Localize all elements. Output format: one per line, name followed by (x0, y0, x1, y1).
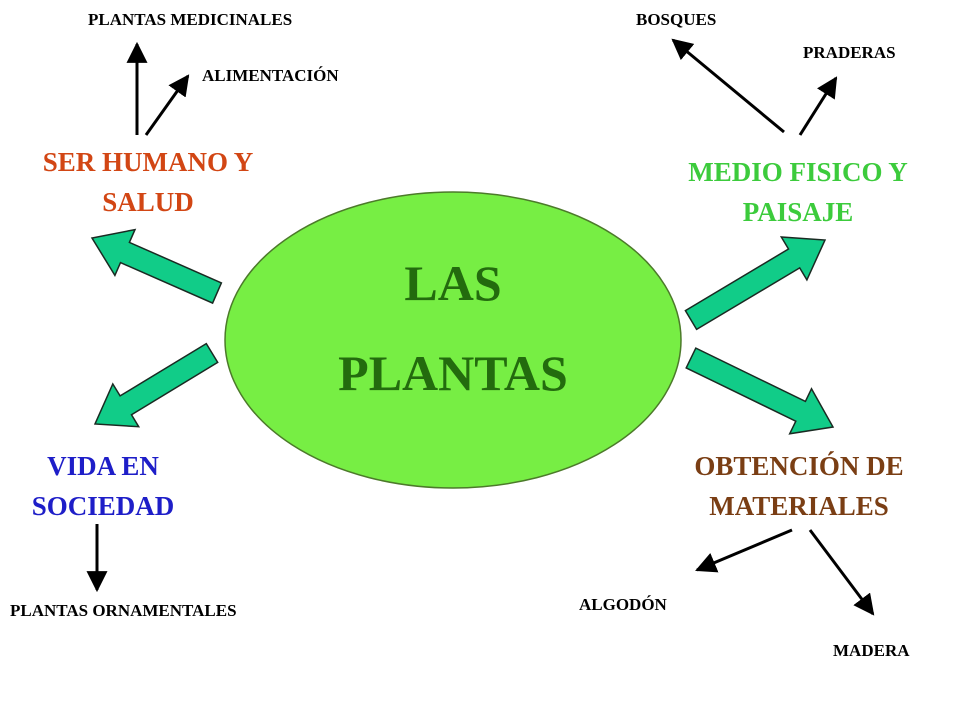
category-ser-humano: SER HUMANO Y SALUD (0, 142, 296, 222)
arrow-to-praderas (798, 76, 838, 136)
category-obtencion: OBTENCIÓN DE MATERIALES (646, 446, 952, 526)
arrow-to-madera (808, 529, 875, 616)
leaf-praderas: PRADERAS (803, 43, 896, 62)
category-ser-humano-line2: SALUD (102, 187, 194, 217)
center-title-line2: PLANTAS (338, 345, 568, 401)
category-medio-fisico-line2: PAISAJE (742, 197, 854, 227)
arrow-to-alimentacion (144, 74, 190, 136)
leaf-alimentacion: ALIMENTACIÓN (202, 66, 339, 85)
category-obtencion-line2: MATERIALES (709, 491, 889, 521)
leaf-algodon: ALGODÓN (579, 595, 667, 614)
leaf-plantas-ornamentales: PLANTAS ORNAMENTALES (10, 601, 237, 620)
center-title-line1: LAS (404, 255, 502, 311)
category-ser-humano-line1: SER HUMANO Y (42, 147, 254, 177)
arrow-to-algodon (695, 528, 793, 573)
category-vida-sociedad: VIDA EN SOCIEDAD (0, 446, 206, 526)
center-ellipse (224, 191, 682, 489)
leaf-bosques: BOSQUES (636, 10, 717, 29)
category-vida-sociedad-line2: SOCIEDAD (31, 491, 175, 521)
arrow-to-bosques (671, 38, 785, 134)
center-title: LAS PLANTAS (300, 238, 606, 418)
category-medio-fisico: MEDIO FISICO Y PAISAJE (645, 152, 951, 232)
leaf-plantas-medicinales: PLANTAS MEDICINALES (88, 10, 293, 29)
block-arrow-medio-fisico (684, 236, 827, 331)
block-arrow-obtencion (685, 347, 835, 435)
block-arrow-vida-sociedad (93, 342, 219, 428)
category-vida-sociedad-line1: VIDA EN (47, 451, 159, 481)
leaf-madera: MADERA (833, 641, 910, 660)
category-medio-fisico-line1: MEDIO FISICO Y (688, 157, 908, 187)
block-arrow-ser-humano (90, 228, 223, 305)
category-obtencion-line1: OBTENCIÓN DE (694, 451, 904, 481)
